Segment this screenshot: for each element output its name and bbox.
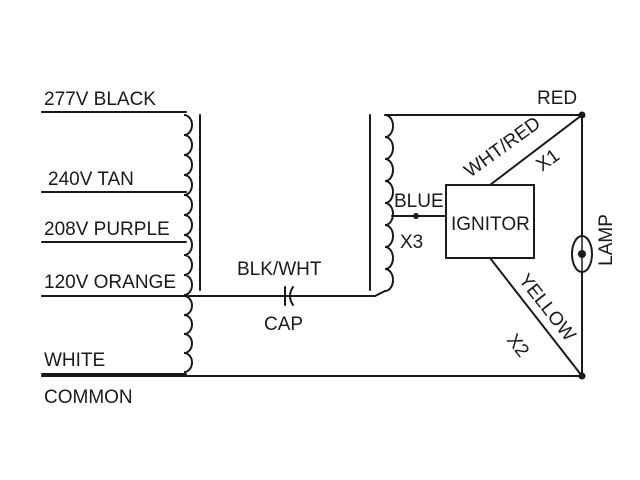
common-junction-dot [578,372,586,380]
tap-label-white: WHITE [44,350,105,371]
capacitor-wire-label: BLK/WHT [237,259,322,280]
wht-red-label: WHT/RED [461,113,545,182]
primary-coil-lower [183,295,193,373]
yellow-label: YELLOW [514,270,579,345]
tap-label-120v: 120V ORANGE [44,272,176,293]
ignitor-label: IGNITOR [451,214,530,235]
secondary-winding [369,114,394,292]
tap-label-common: COMMON [44,387,133,408]
capacitor-label: CAP [264,314,303,335]
capacitor-plate-right [289,286,294,306]
lamp-label: LAMP [596,214,617,266]
primary-coil-upper [183,114,193,296]
tap-label-240v: 240V TAN [48,169,134,190]
blue-junction-dot [413,213,419,219]
wht-red-wire [489,114,583,186]
lamp-icon [571,235,593,273]
red-label: RED [537,88,577,109]
blue-label: BLUE [394,191,444,212]
tap-label-208v: 208V PURPLE [44,219,170,240]
primary-winding [183,114,201,373]
yellow-wire [489,257,583,377]
x3-label: X3 [400,232,423,253]
capacitor [284,286,294,306]
x2-label: X2 [502,330,533,361]
tap-label-277v: 277V BLACK [44,89,156,110]
secondary-bottom-lead [374,290,386,297]
secondary-coil [384,114,394,292]
